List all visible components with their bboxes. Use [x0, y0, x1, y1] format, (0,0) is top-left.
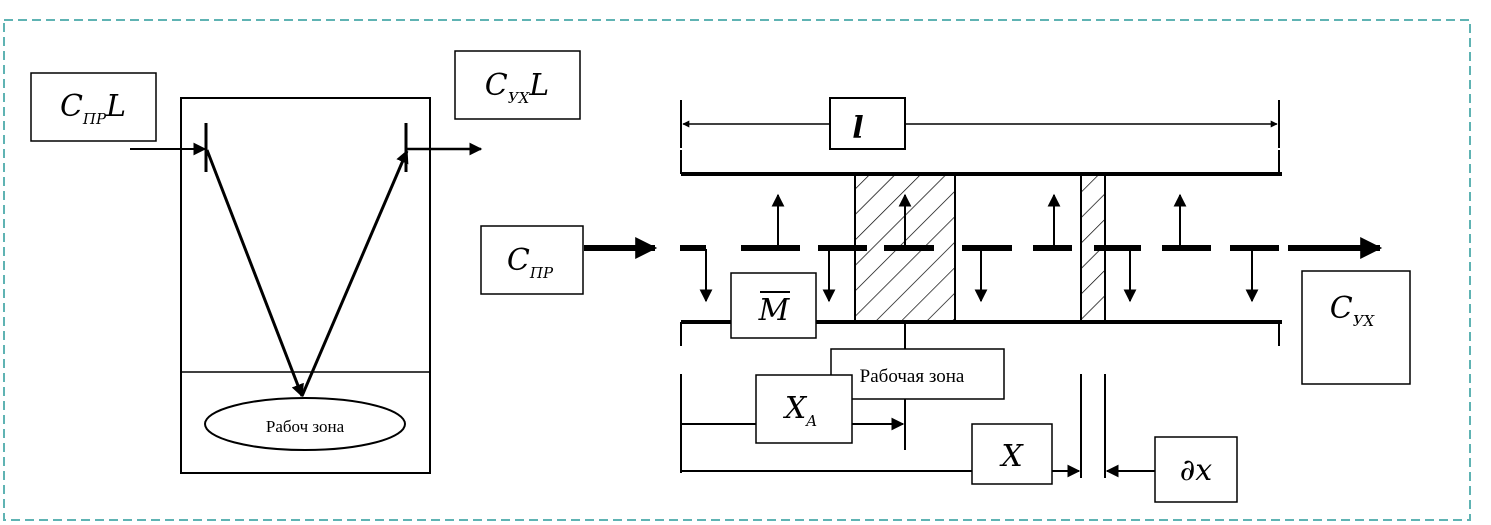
xa-label: XA	[783, 391, 817, 430]
xa-label-box	[755, 374, 853, 444]
left-input-label-box	[30, 72, 157, 142]
right-input-label: CПР	[507, 243, 554, 282]
working-zone-label: Рабоч зона	[266, 417, 345, 436]
right-output-label-box	[1301, 270, 1411, 385]
dx-label: ∂x	[1180, 453, 1213, 488]
x-label: X	[999, 439, 1024, 474]
ascending-path-arrow	[300, 149, 409, 397]
right-output-label: CУХ	[1330, 291, 1376, 330]
descending-path-arrow	[205, 149, 304, 398]
x-label-box	[971, 423, 1053, 485]
left-output-label-box	[454, 50, 581, 120]
right-diagram: l	[480, 97, 1411, 503]
upward-dispersion-arrows	[771, 193, 1187, 247]
mean-label-box	[730, 272, 817, 339]
right-input-label-box	[480, 225, 584, 295]
working-zone-label-right: Рабочая зона	[860, 366, 965, 387]
left-diagram: CПРL CУХL Рабоч зона	[30, 50, 581, 474]
apparatus-box	[180, 97, 431, 474]
length-label: l	[852, 111, 863, 146]
outer-frame	[3, 19, 1471, 521]
left-input-label: CПРL	[60, 89, 126, 128]
left-output-label: CУХL	[485, 68, 549, 107]
dx-label-box	[1154, 436, 1238, 503]
length-label-box	[829, 97, 906, 150]
working-zone-ellipse	[204, 397, 406, 451]
working-zone-label-box	[830, 348, 1005, 400]
mean-label: M	[758, 293, 791, 328]
downward-dispersion-arrows	[699, 249, 1259, 303]
